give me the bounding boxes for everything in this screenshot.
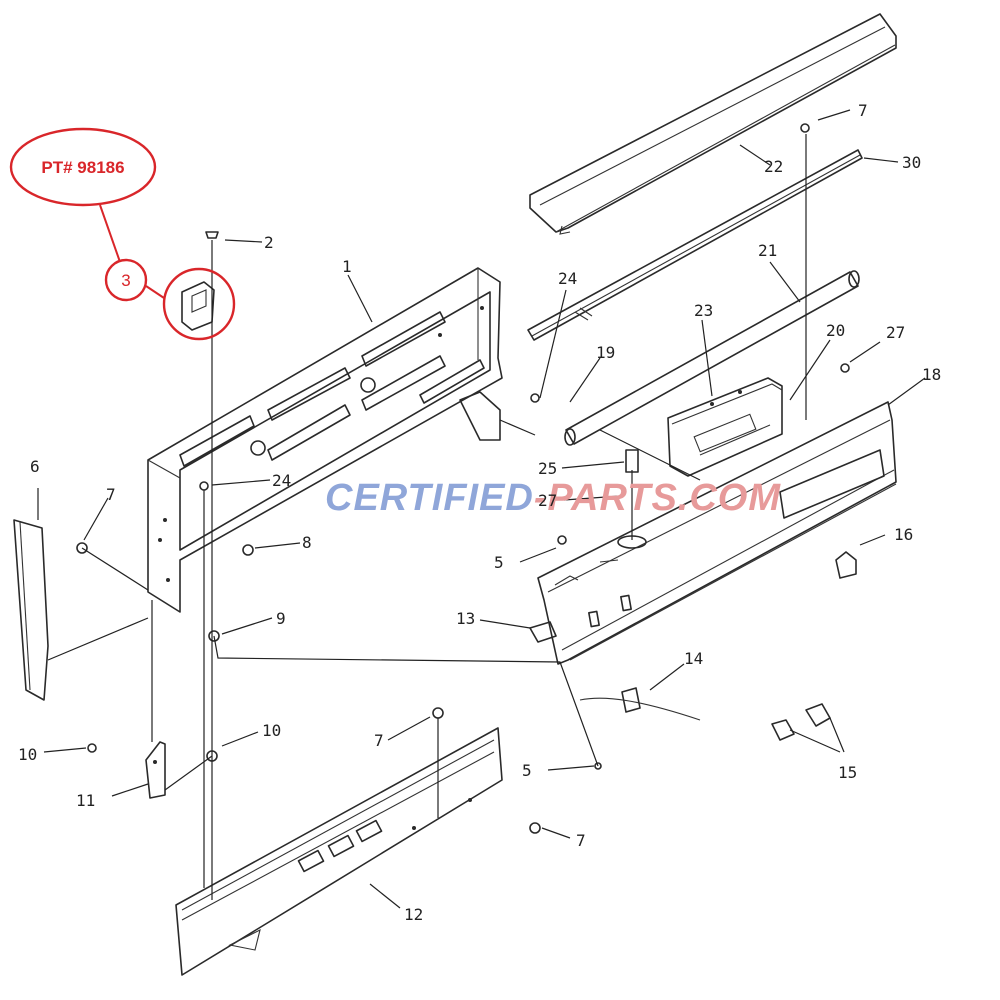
part-number-text: PT# 98186	[41, 158, 124, 177]
part-number-callout: PT# 98186 3	[9, 127, 236, 341]
end-cap-6	[13, 519, 49, 701]
label-10-left: 10	[18, 745, 37, 764]
bulb-25	[625, 449, 639, 473]
label-23: 23	[694, 301, 713, 320]
label-19: 19	[596, 343, 615, 362]
label-2: 2	[264, 233, 274, 252]
label-7-bottom: 7	[576, 831, 586, 850]
watermark: CERTIFIED-PARTS.COM	[325, 477, 781, 519]
label-16: 16	[894, 525, 913, 544]
clip-14	[579, 687, 701, 721]
label-18: 18	[922, 365, 941, 384]
label-13: 13	[456, 609, 475, 628]
label-7-left: 7	[106, 485, 116, 504]
label-5-lower: 5	[522, 761, 532, 780]
part-number-ring	[9, 127, 157, 207]
watermark-left: CERTIFIED	[325, 477, 534, 519]
label-24-left: 24	[272, 471, 291, 490]
clip-13	[529, 621, 557, 643]
bracket-3	[181, 281, 215, 331]
watermark-right: -PARTS.COM	[534, 477, 781, 519]
label-11: 11	[76, 791, 95, 810]
item-number-text: 3	[121, 271, 130, 290]
label-7-top: 7	[858, 101, 868, 120]
label-8: 8	[302, 533, 312, 552]
lower-panel-12	[175, 727, 503, 976]
label-30: 30	[902, 153, 921, 172]
rod-21	[564, 270, 860, 446]
label-15: 15	[838, 763, 857, 782]
part-labels: 2 1 7 30 22 21 24 23 20 27 19 18 24 25 2…	[18, 101, 941, 924]
bracket-11	[145, 741, 166, 799]
label-14: 14	[684, 649, 703, 668]
label-24-top: 24	[558, 269, 577, 288]
clip-16	[835, 551, 857, 579]
electronic-control-23	[667, 377, 783, 477]
control-panel-18	[537, 401, 897, 665]
item-ring	[104, 258, 148, 302]
trim-strip-22	[529, 13, 897, 235]
backguard-panel-1	[147, 267, 503, 613]
label-27-right: 27	[886, 323, 905, 342]
label-21: 21	[758, 241, 777, 260]
label-27-mid: 27	[538, 491, 557, 510]
label-1: 1	[342, 257, 352, 276]
highlighted-part-ring	[162, 267, 236, 341]
label-25: 25	[538, 459, 557, 478]
label-5-upper: 5	[494, 553, 504, 572]
label-10-right: 10	[262, 721, 281, 740]
bar-30	[527, 149, 863, 341]
label-12: 12	[404, 905, 423, 924]
label-9: 9	[276, 609, 286, 628]
assembly-lines	[37, 109, 926, 909]
screw-2	[205, 231, 219, 239]
label-6: 6	[30, 457, 40, 476]
label-22: 22	[764, 157, 783, 176]
label-20: 20	[826, 321, 845, 340]
label-7-mid: 7	[374, 731, 384, 750]
